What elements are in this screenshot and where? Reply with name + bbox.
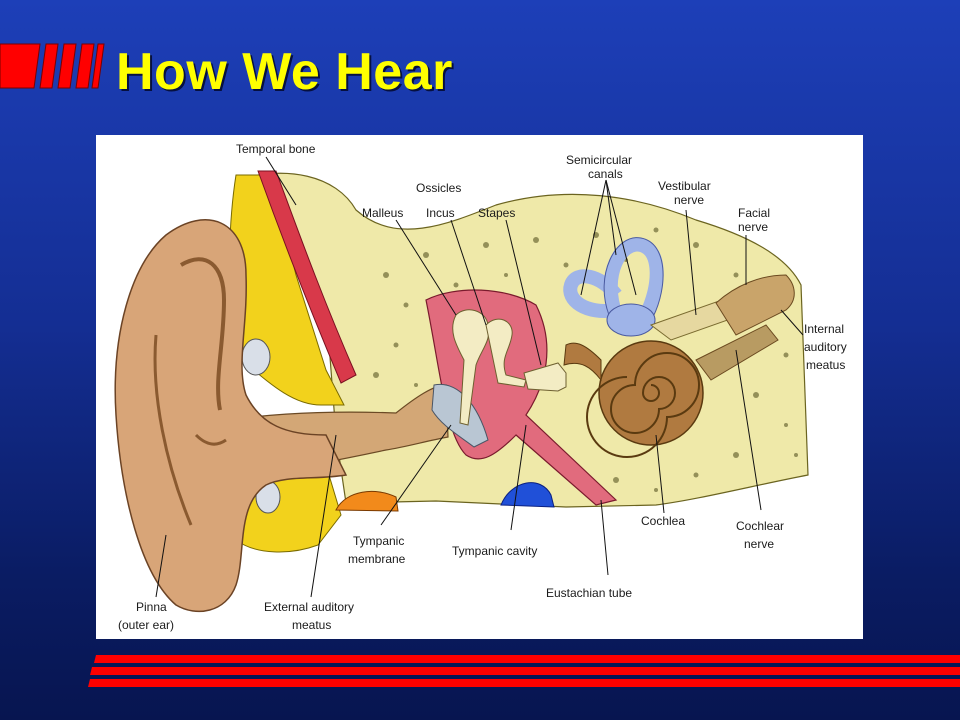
leader-lines — [155, 156, 804, 598]
ossicles-shape — [452, 309, 567, 426]
label-ossicles: Ossicles — [416, 181, 461, 195]
label-incus: Incus — [426, 206, 455, 220]
muscle-band — [257, 170, 357, 384]
label-facial-2: nerve — [738, 220, 768, 234]
vestibule-shape — [606, 303, 656, 337]
cochlea-shape — [563, 340, 704, 458]
label-malleus: Malleus — [362, 206, 403, 220]
nerves-shape — [649, 274, 795, 381]
footer-stripes — [88, 655, 960, 687]
label-cochlea: Cochlea — [641, 514, 685, 528]
ear-anatomy-illustration: Temporal bone Ossicles Malleus Incus Sta… — [114, 142, 847, 632]
label-semicircular-2: canals — [588, 167, 623, 181]
title-bullet-icon — [0, 43, 105, 89]
label-temporal-bone: Temporal bone — [236, 142, 316, 156]
ear-diagram-panel: Temporal bone Ossicles Malleus Incus Sta… — [96, 135, 863, 639]
label-vestibular-2: nerve — [674, 193, 704, 207]
label-facial-1: Facial — [738, 206, 770, 220]
label-external-meatus-2: meatus — [292, 618, 331, 632]
slide-title: How We Hear — [116, 43, 453, 101]
label-pinna-2: (outer ear) — [118, 618, 174, 632]
label-tympanic-membrane-1: Tympanic — [353, 534, 404, 548]
eustachian-tube-blob — [500, 482, 555, 508]
label-tympanic-membrane-2: membrane — [348, 552, 406, 566]
air-cell — [241, 338, 271, 376]
label-internal-2: auditory — [804, 340, 847, 354]
label-internal-1: Internal — [804, 322, 844, 336]
label-cochlear-2: nerve — [744, 537, 774, 551]
label-external-meatus-1: External auditory — [264, 600, 354, 614]
semicircular-canals-shape — [563, 237, 664, 319]
label-semicircular-1: Semicircular — [566, 153, 632, 167]
label-internal-3: meatus — [806, 358, 845, 372]
label-vestibular-1: Vestibular — [658, 179, 711, 193]
label-pinna-1: Pinna — [136, 600, 167, 614]
pinna-shape — [114, 219, 348, 613]
label-stapes: Stapes — [478, 206, 515, 220]
label-tympanic-cavity: Tympanic cavity — [452, 544, 537, 558]
label-eustachian-tube: Eustachian tube — [546, 586, 632, 600]
label-cochlear-1: Cochlear — [736, 519, 784, 533]
